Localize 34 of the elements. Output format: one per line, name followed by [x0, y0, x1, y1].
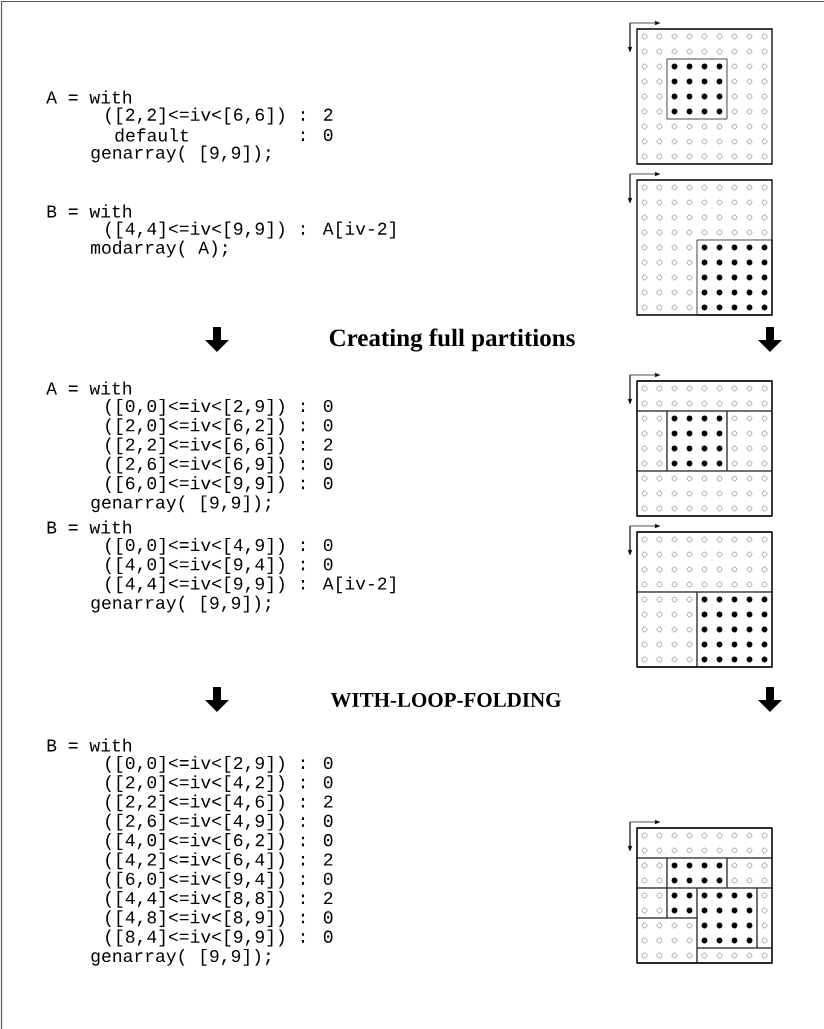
code-line: genarray( [9,9]);	[91, 595, 270, 613]
code-line: ([6,0]<=iv<[9,9]) : 0	[106, 476, 333, 493]
code-line: ([0,0]<=iv<[2,9]) : 0	[106, 398, 333, 416]
code-line: ([4,4]<=iv<[9,9]) : A[iv-2]	[106, 221, 395, 239]
code-line: : 0	[301, 128, 333, 142]
code-line: genarray( [9,9]);	[91, 145, 270, 163]
section-heading: WITH-LOOP-FOLDING	[330, 692, 561, 708]
code-line: B = with	[47, 738, 131, 752]
code-line: ([0,0]<=iv<[2,9]) : 0	[106, 755, 333, 773]
code-line: genarray( [9,9]);	[91, 495, 270, 513]
code-line: default	[115, 128, 188, 142]
code-line: ([2,6]<=iv<[4,9]) : 0	[106, 813, 333, 831]
code-line: B = with	[47, 520, 131, 534]
code-line: ([0,0]<=iv<[4,9]) : 0	[106, 537, 333, 555]
code-line: ([2,2]<=iv<[4,6]) : 2	[106, 794, 333, 812]
code-line: A = with	[46, 381, 131, 395]
code-line: ([2,2]<=iv<[6,6]) : 2	[106, 437, 333, 455]
code-line: B = with	[47, 204, 131, 218]
code-line: ([2,0]<=iv<[6,2]) : 0	[106, 418, 333, 435]
code-line: modarray( A);	[91, 240, 227, 258]
code-line: ([4,4]<=iv<[8,8]) : 2	[106, 891, 333, 908]
code-line: ([6,0]<=iv<[9,4]) : 0	[106, 871, 333, 889]
code-line: ([4,0]<=iv<[6,2]) : 0	[106, 833, 333, 850]
code-line: ([4,4]<=iv<[9,9]) : A[iv-2]	[106, 576, 395, 594]
code-line: genarray( [9,9]);	[91, 948, 270, 966]
code-line: ([4,0]<=iv<[9,4]) : 0	[106, 557, 333, 574]
code-line: A = with	[46, 90, 131, 104]
code-line: ([8,4]<=iv<[9,9]) : 0	[106, 929, 333, 947]
code-line: ([2,6]<=iv<[6,9]) : 0	[106, 456, 333, 474]
code-line: ([4,8]<=iv<[8,9]) : 0	[106, 910, 333, 928]
code-line: ([4,2]<=iv<[6,4]) : 2	[106, 852, 333, 870]
code-line: ([2,2]<=iv<[6,6]) : 2	[106, 107, 333, 125]
section-heading: Creating full partitions	[329, 328, 575, 352]
code-line: ([2,0]<=iv<[4,2]) : 0	[106, 775, 333, 792]
